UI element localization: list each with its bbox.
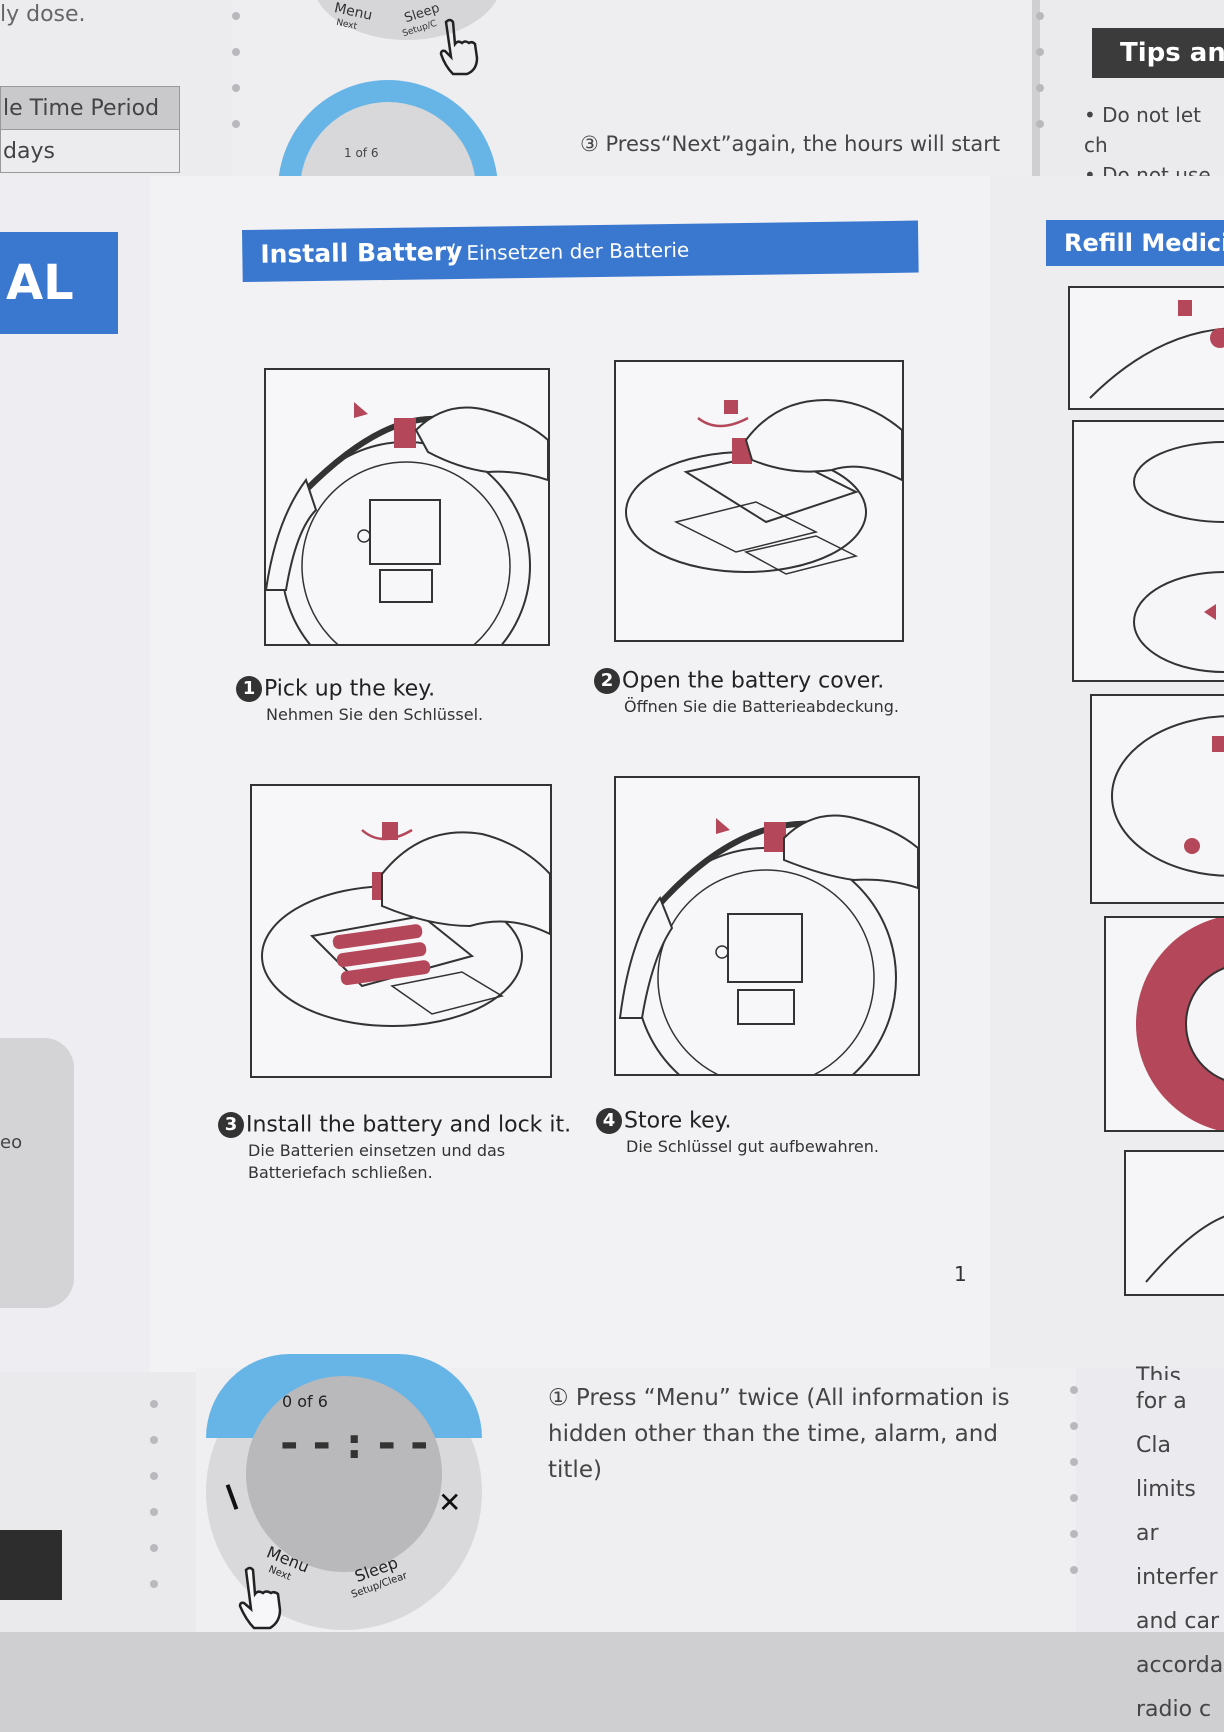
step-title: Pick up the key.: [264, 676, 436, 702]
text-line: accorda: [1136, 1653, 1224, 1678]
step-title: Open the battery cover.: [622, 668, 885, 694]
illustration-install-battery: [250, 784, 552, 1078]
step-number: 2: [594, 668, 620, 694]
press-next-text: ③ Press“Next”again, the hours will start: [580, 132, 1001, 156]
dial-bottom-count: 0 of 6: [282, 1392, 328, 1411]
step-title: Install the battery and lock it.: [246, 1112, 572, 1138]
step-number: 3: [218, 1112, 244, 1138]
grey-block: [0, 1038, 74, 1308]
time-period-table: le Time Period days: [0, 86, 180, 173]
text-line: radio c: [1136, 1697, 1212, 1722]
table-cell: days: [0, 129, 180, 173]
step-subtitle: Nehmen Sie den Schlüssel.: [266, 705, 484, 724]
text-line: limits ar: [1136, 1477, 1196, 1546]
page-number: 1: [954, 1262, 967, 1286]
illustration-pick-up-key: [264, 368, 550, 646]
text-line: interfer: [1136, 1565, 1218, 1590]
top-middle-sheet: Menu Next Sleep Setup/C 1 of 6 ③ Press“N…: [232, 0, 1032, 300]
section-title-bar: Install Battery / Einsetzen der Batterie: [242, 220, 919, 282]
dial-count-text: 1 of 6: [344, 146, 379, 160]
black-block: [0, 1530, 62, 1600]
dial-bottom-time: --:--: [276, 1418, 439, 1469]
close-icon: ✕: [438, 1486, 462, 1519]
dose-text: ly dose.: [0, 2, 86, 27]
table-row: le Time Period: [0, 86, 180, 130]
refill-panel-3: [1090, 694, 1224, 904]
text-line: and car: [1136, 1609, 1220, 1634]
punch-dots-top-right: [1036, 12, 1044, 156]
left-text-fragment: eo: [0, 1132, 23, 1153]
text-line: This equ: [1136, 1364, 1181, 1380]
step-subtitle: Öffnen Sie die Batterieabdeckung.: [624, 697, 899, 716]
step-subtitle: Die Schlüssel gut aufbewahren.: [626, 1137, 879, 1156]
section-title: Install Battery: [260, 236, 463, 269]
table-row: days: [0, 129, 180, 173]
title-separator: /: [448, 239, 456, 264]
illustration-store-key: [614, 776, 920, 1076]
section-subtitle: Einsetzen der Batterie: [466, 237, 690, 265]
tips-header: Tips and: [1092, 28, 1224, 78]
list-item: • Do not let ch: [1084, 103, 1201, 157]
refill-panel-1: [1068, 286, 1224, 410]
bottom-right-sheet: [1076, 1368, 1224, 1632]
step-subtitle: Die Batterien einsetzen und das Batterie…: [248, 1141, 506, 1182]
dial-bottom-face: [246, 1376, 442, 1572]
step-number: 4: [596, 1108, 622, 1134]
punch-dots-bottom-left: [150, 1400, 158, 1616]
punch-dots-bottom-right: [1070, 1386, 1078, 1602]
refill-panel-2: [1072, 420, 1224, 682]
step-number: 1: [236, 676, 262, 702]
hand-pointer-icon: [238, 1566, 282, 1630]
right-text-column: This equ for a Cla limits ar interfer an…: [1136, 1360, 1224, 1732]
refill-panel-5: [1124, 1150, 1224, 1296]
step-title: Store key.: [624, 1108, 732, 1134]
illustration-open-battery-cover: [614, 360, 904, 642]
left-banner: AL: [0, 232, 118, 334]
menu-instruction-text: ① Press “Menu” twice (All information is…: [548, 1385, 1010, 1483]
top-left-sheet: ly dose. le Time Period days: [0, 0, 232, 180]
table-cell: le Time Period: [0, 86, 180, 130]
refill-panel-4: [1104, 916, 1224, 1132]
punch-dots-top: [232, 12, 240, 156]
hand-pointer-icon: [439, 18, 479, 76]
refill-header: Refill Medici: [1046, 220, 1224, 266]
text-line: for a Cla: [1136, 1389, 1187, 1458]
